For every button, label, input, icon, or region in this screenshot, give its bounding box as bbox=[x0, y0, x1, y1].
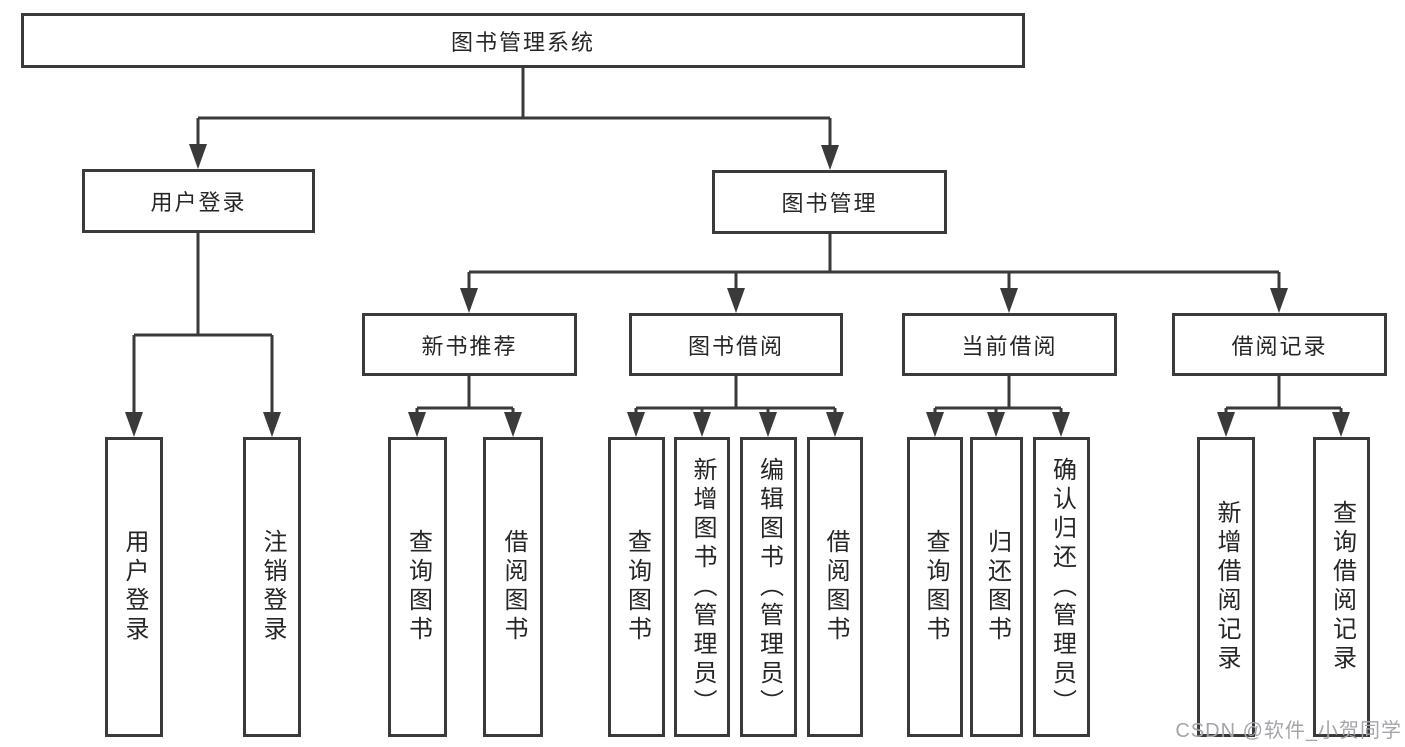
edge-book-borrow-children bbox=[627, 376, 844, 437]
node-borrow-record-label: 借阅记录 bbox=[1231, 333, 1328, 359]
leaf-query-book-borrow: 查询图书 bbox=[608, 437, 665, 737]
leaf-query-book-borrow-label: 查询图书 bbox=[623, 529, 651, 645]
leaf-query-borrow-record: 查询借阅记录 bbox=[1313, 437, 1370, 737]
leaf-query-borrow-record-label: 查询借阅记录 bbox=[1328, 500, 1356, 674]
leaf-add-borrow-record: 新增借阅记录 bbox=[1197, 437, 1255, 737]
node-book-borrow: 图书借阅 bbox=[629, 313, 843, 376]
arrowhead bbox=[821, 145, 839, 170]
leaf-return-book: 归还图书 bbox=[970, 437, 1023, 737]
node-current-borrow: 当前借阅 bbox=[902, 313, 1117, 376]
arrowhead bbox=[263, 412, 281, 437]
arrowhead bbox=[826, 412, 844, 437]
arrowhead bbox=[727, 288, 745, 313]
arrowhead bbox=[627, 412, 645, 437]
leaf-borrow-book-label: 借阅图书 bbox=[822, 529, 849, 645]
node-new-book-recommend: 新书推荐 bbox=[362, 313, 577, 376]
arrowhead bbox=[759, 412, 777, 437]
leaf-query-book-current: 查询图书 bbox=[907, 437, 963, 737]
leaf-user-login-label: 用户登录 bbox=[121, 529, 148, 645]
leaf-logout-label: 注销登录 bbox=[259, 529, 286, 645]
leaf-query-book-recommend: 查询图书 bbox=[388, 437, 447, 737]
node-root-label: 图书管理系统 bbox=[450, 29, 595, 55]
leaf-confirm-return-admin-label: 确认归还（管理员） bbox=[1048, 456, 1076, 718]
node-user-login: 用户登录 bbox=[82, 169, 315, 233]
node-book-management: 图书管理 bbox=[712, 170, 947, 234]
arrowhead bbox=[987, 412, 1005, 437]
arrowhead bbox=[460, 288, 478, 313]
edge-borrow-record-children bbox=[1217, 376, 1350, 437]
csdn-watermark: CSDN @软件_小贺同学 bbox=[1175, 720, 1402, 742]
leaf-query-book-current-label: 查询图书 bbox=[922, 529, 949, 645]
arrowhead bbox=[504, 412, 522, 437]
edge-root-children bbox=[189, 68, 839, 170]
leaf-add-book-admin-label: 新增图书（管理员） bbox=[689, 456, 716, 718]
arrowhead bbox=[189, 144, 207, 169]
leaf-logout: 注销登录 bbox=[243, 437, 301, 737]
edge-book-management-children bbox=[460, 234, 1288, 313]
arrowhead bbox=[1332, 412, 1350, 437]
arrowhead bbox=[1052, 412, 1070, 437]
edge-new-book-recommend-children bbox=[408, 376, 522, 437]
node-book-management-label: 图书管理 bbox=[781, 191, 878, 216]
edge-current-borrow-children bbox=[926, 376, 1070, 437]
leaf-borrow-book-recommend-label: 借阅图书 bbox=[500, 529, 527, 645]
node-borrow-record: 借阅记录 bbox=[1172, 313, 1387, 376]
arrowhead bbox=[693, 412, 711, 437]
leaf-confirm-return-admin: 确认归还（管理员） bbox=[1033, 437, 1090, 737]
leaf-borrow-book-recommend: 借阅图书 bbox=[483, 437, 543, 737]
leaf-user-login: 用户登录 bbox=[105, 437, 163, 737]
node-root: 图书管理系统 bbox=[21, 13, 1025, 68]
node-user-login-label: 用户登录 bbox=[150, 190, 247, 215]
leaf-borrow-book: 借阅图书 bbox=[807, 437, 863, 737]
leaf-return-book-label: 归还图书 bbox=[983, 529, 1011, 645]
arrowhead bbox=[1270, 288, 1288, 313]
leaf-query-book-recommend-label: 查询图书 bbox=[404, 529, 432, 645]
node-new-book-recommend-label: 新书推荐 bbox=[421, 333, 518, 359]
leaf-add-book-admin: 新增图书（管理员） bbox=[674, 437, 730, 737]
leaf-edit-book-admin-label: 编辑图书（管理员） bbox=[755, 456, 783, 718]
arrowhead bbox=[926, 412, 944, 437]
leaf-add-borrow-record-label: 新增借阅记录 bbox=[1213, 500, 1240, 674]
node-current-borrow-label: 当前借阅 bbox=[961, 333, 1058, 359]
node-book-borrow-label: 图书借阅 bbox=[687, 333, 784, 359]
arrowhead bbox=[1217, 412, 1235, 437]
arrowhead bbox=[408, 412, 426, 437]
leaf-edit-book-admin: 编辑图书（管理员） bbox=[740, 437, 797, 737]
arrowhead bbox=[1000, 288, 1018, 313]
arrowhead bbox=[125, 412, 143, 437]
edge-user-login-children bbox=[125, 233, 281, 437]
